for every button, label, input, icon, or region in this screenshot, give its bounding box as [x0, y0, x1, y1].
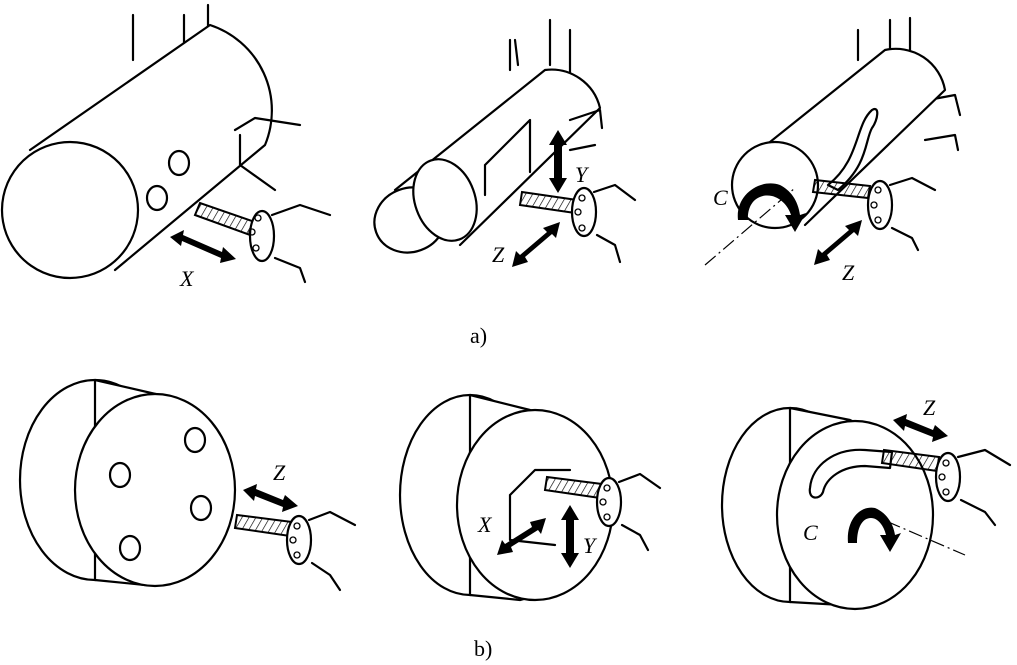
axis-label-x: X	[179, 266, 195, 291]
axis-label-z-a3: Z	[842, 260, 855, 285]
caption-b: b)	[474, 636, 492, 661]
panel-b3-disc-arc-groove: C Z	[720, 395, 1012, 611]
axis-label-y-a2: Y	[575, 162, 590, 187]
panel-b1-disc-face-drilling: Z	[18, 378, 357, 592]
tool-bearing-dots	[248, 214, 262, 252]
panel-b2-disc-pocket-milling: X Y	[398, 393, 662, 602]
axis-label-z-a2: Z	[492, 242, 505, 267]
panel-a3-cylinder-helical-groove: C Z	[704, 16, 962, 285]
axis-label-x-b2: X	[477, 512, 493, 537]
axis-label-z-b3: Z	[923, 395, 936, 420]
axis-label-z-b1: Z	[273, 460, 286, 485]
axis-label-y-b2: Y	[583, 533, 598, 558]
caption-a: a)	[470, 323, 487, 348]
axis-label-c-b3: C	[803, 520, 818, 545]
axis-label-c-a3: C	[713, 185, 728, 210]
panel-a2-cylinder-slotting: Y Z	[373, 18, 637, 267]
panel-a1-cylinder-side-drilling: X	[0, 3, 332, 291]
